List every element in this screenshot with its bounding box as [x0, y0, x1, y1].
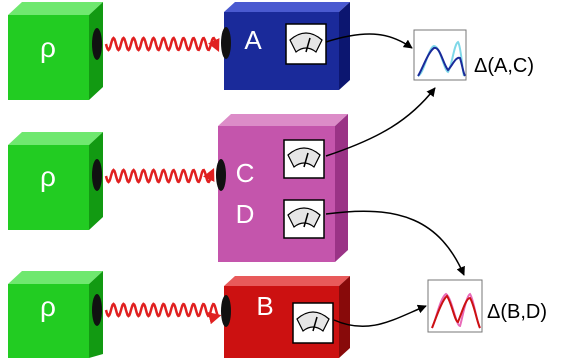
detector-b-port: [221, 295, 231, 327]
detector-b: B: [221, 276, 350, 358]
detector-d-label: D: [236, 199, 255, 229]
detector-a-label: A: [244, 25, 262, 55]
connector-a-to-result: [325, 33, 413, 49]
detector-a-port: [221, 27, 231, 59]
detector-b-label: B: [256, 291, 273, 321]
source-box-2: ρ: [8, 132, 103, 230]
source-port-3: [92, 294, 102, 326]
detector-cd-port: [216, 159, 226, 191]
photon-wave-3: [104, 302, 222, 325]
plot-ac-curve-1: [417, 46, 466, 77]
connector-d-to-result: [325, 210, 465, 276]
source-symbol-3: ρ: [40, 291, 56, 322]
meter-d-icon: [283, 199, 325, 239]
source-box-3: ρ: [8, 271, 103, 358]
photon-wave-1: [104, 36, 220, 52]
meter-a-icon: [285, 23, 327, 65]
detector-a: A: [221, 2, 350, 90]
result-bd-label: Δ(B,D): [487, 301, 547, 323]
source-symbol-1: ρ: [40, 32, 56, 63]
plot-bd-curve-1: [431, 294, 481, 329]
source-symbol-2: ρ: [40, 161, 56, 192]
connector-c-to-result: [325, 87, 436, 157]
source-port-1: [92, 28, 102, 60]
meter-c-icon: [283, 139, 325, 179]
result-ac-label: Δ(A,C): [474, 55, 534, 77]
result-plot-ac: Δ(A,C): [413, 29, 534, 81]
result-plot-bd: Δ(B,D): [427, 279, 547, 333]
detector-c-label: C: [236, 158, 255, 188]
detector-cd: C D: [216, 114, 348, 262]
source-port-2: [92, 159, 102, 191]
meter-b-icon: [292, 302, 334, 344]
connector-b-to-result: [333, 304, 427, 328]
source-box-1: ρ: [8, 2, 103, 100]
plot-bd-curve-2: [431, 292, 481, 329]
photon-wave-2: [104, 168, 215, 184]
